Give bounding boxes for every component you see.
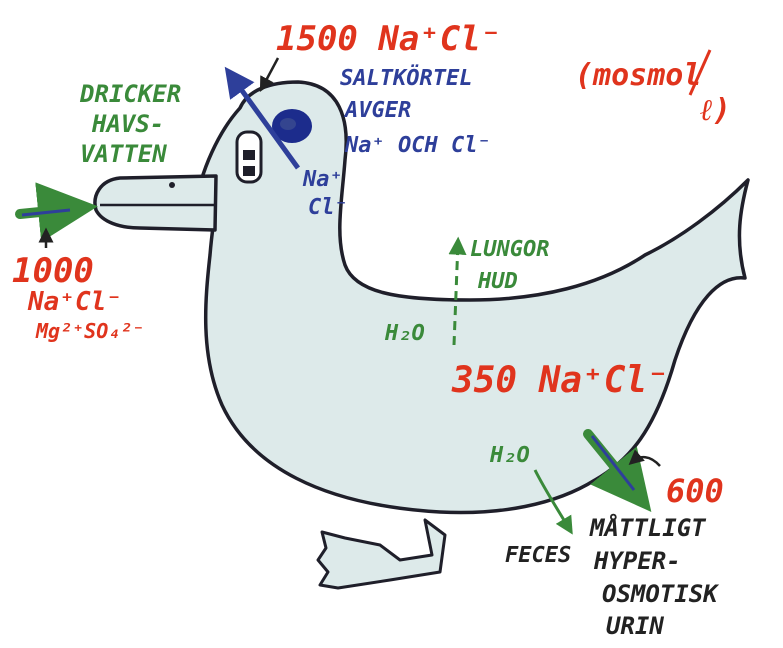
water-mid-label: H₂O xyxy=(384,321,425,346)
seawater-other-ions: Mg²⁺SO₄²⁻ xyxy=(35,319,144,343)
foot-icon xyxy=(318,520,445,588)
gland-ion-na: Na⁺ xyxy=(302,167,343,192)
seawater-nacl: Na⁺Cl⁻ xyxy=(27,287,122,317)
beak xyxy=(95,176,216,230)
gland-line-2: AVGER xyxy=(343,98,411,123)
units-label-top: (mosmol xyxy=(575,58,701,93)
feces-label: FECES xyxy=(505,543,571,568)
seawater-value: 1000 xyxy=(12,251,94,291)
water-low-label: H₂O xyxy=(489,443,530,468)
drinks-line-3: VATTEN xyxy=(80,140,167,168)
eye-pupil-lower xyxy=(243,166,255,176)
top-concentration-label: 1500 Na⁺Cl⁻ xyxy=(276,19,501,59)
pointer-urine-arrow xyxy=(632,457,660,466)
units-label-bottom: ℓ) xyxy=(700,93,731,128)
drinks-line-1: DRICKER xyxy=(79,80,181,108)
body-concentration-label: 350 Na⁺Cl⁻ xyxy=(451,360,669,401)
urine-line-3: OSMOTISK xyxy=(602,580,720,608)
drinks-line-2: HAVS- xyxy=(91,110,164,138)
gland-line-1: SALTKÖRTEL xyxy=(340,65,472,91)
urine-line-4: URIN xyxy=(606,612,664,640)
nostril xyxy=(169,182,175,188)
urine-line-2: HYPER- xyxy=(593,547,681,575)
urine-line-1: MÅTTLIGT xyxy=(589,513,707,542)
eye-pupil xyxy=(243,150,255,160)
urine-value: 600 xyxy=(666,472,724,510)
lungs-line-1: LUNGOR xyxy=(470,237,549,262)
lungs-line-2: HUD xyxy=(477,269,518,294)
gland-line-3: Na⁺ OCH Cl⁻ xyxy=(344,133,491,158)
gland-ion-cl: Cl⁻ xyxy=(308,195,348,220)
